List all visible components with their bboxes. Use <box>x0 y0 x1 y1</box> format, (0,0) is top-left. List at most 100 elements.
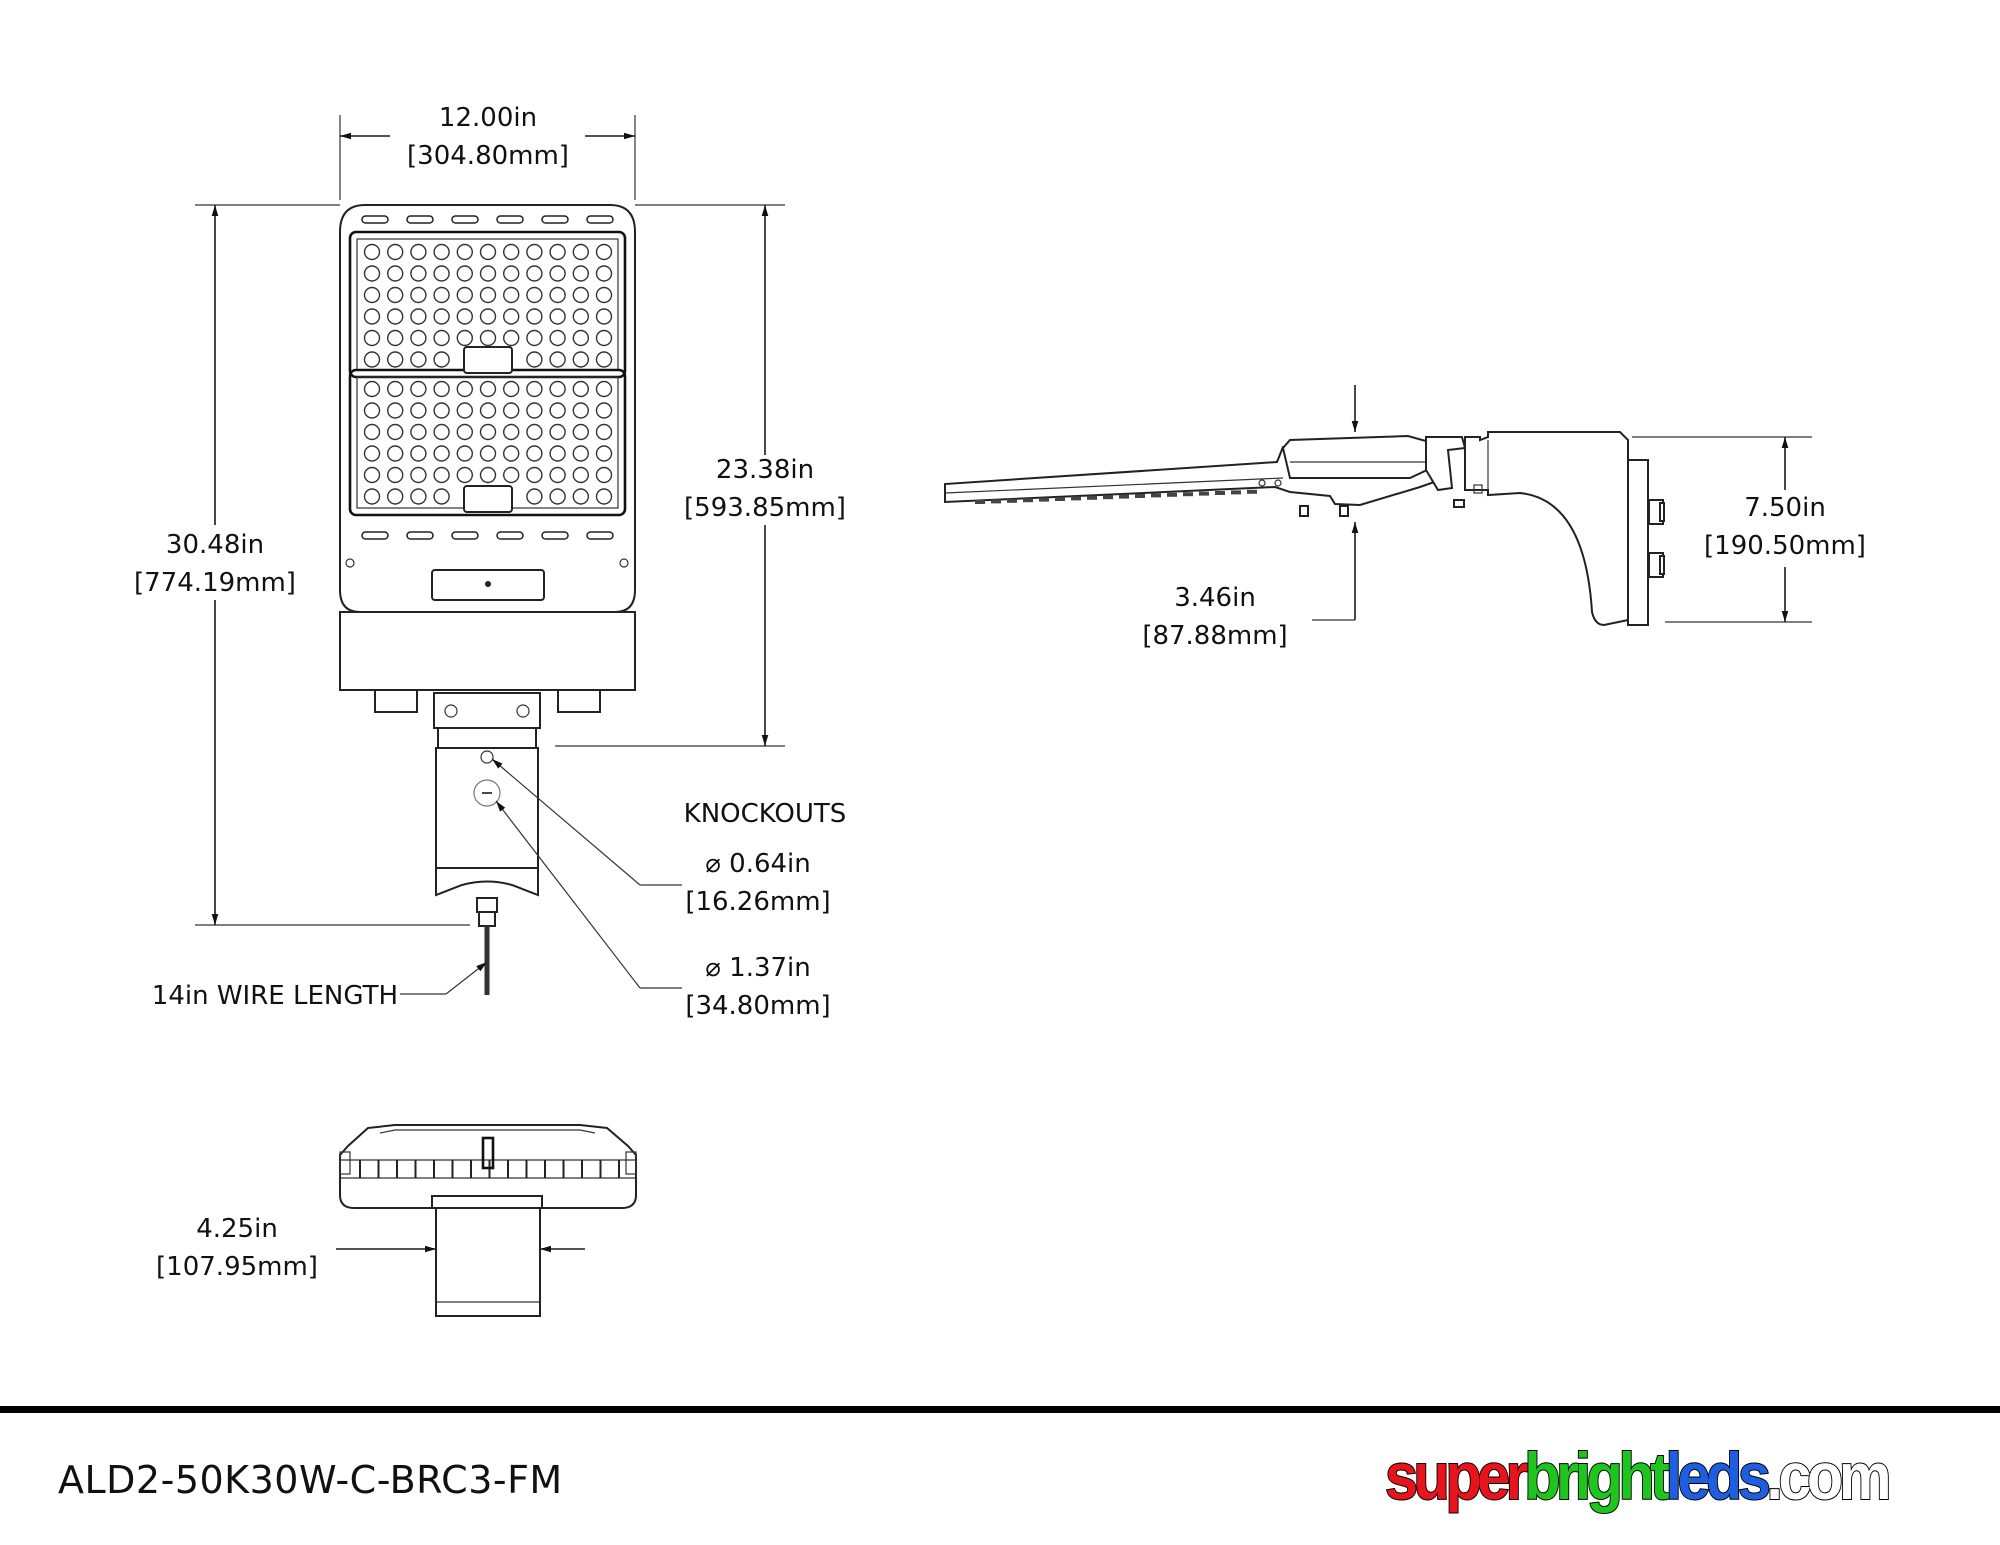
side-led <box>1215 491 1225 495</box>
head-height-in: 23.38in <box>716 455 814 485</box>
led <box>433 380 450 398</box>
led <box>503 329 520 347</box>
led <box>456 286 473 304</box>
led <box>572 466 589 484</box>
vent-slot <box>451 531 479 540</box>
led <box>387 466 404 484</box>
side-led <box>1167 492 1177 497</box>
led <box>526 329 543 347</box>
led <box>572 380 589 398</box>
led <box>503 466 520 484</box>
vent-slot <box>361 531 389 540</box>
led <box>456 308 473 325</box>
led <box>526 308 543 325</box>
led <box>387 423 404 441</box>
led <box>526 351 543 368</box>
led <box>503 380 520 398</box>
knockout-small-in: ⌀ 0.64in <box>705 849 811 879</box>
led <box>595 286 613 304</box>
led <box>572 329 589 347</box>
led <box>503 308 520 325</box>
led <box>526 265 543 282</box>
led <box>456 380 473 398</box>
led <box>456 243 473 261</box>
led <box>410 286 427 304</box>
side-led-row <box>975 489 1257 504</box>
led <box>526 423 543 441</box>
led <box>572 423 589 441</box>
led <box>572 351 589 368</box>
side-led <box>1007 498 1017 503</box>
bottom-view <box>339 1124 637 1317</box>
side-led <box>1119 494 1129 499</box>
led <box>410 423 427 441</box>
led <box>433 286 450 304</box>
led <box>549 380 566 398</box>
led <box>549 445 566 462</box>
vent-slot <box>586 531 614 540</box>
led <box>549 265 566 282</box>
overall-height-in: 30.48in <box>166 530 264 560</box>
led <box>526 243 543 261</box>
knockout-large-in: ⌀ 1.37in <box>705 953 811 983</box>
led <box>387 445 404 462</box>
superbrightleds-logo[interactable]: superbrightleds.com <box>1384 1442 1892 1510</box>
led <box>526 466 543 484</box>
led <box>363 265 381 282</box>
led <box>549 243 566 261</box>
vent-slot <box>496 531 524 540</box>
vent-slot <box>496 215 524 224</box>
led <box>503 445 520 462</box>
side-led <box>1023 498 1033 503</box>
led <box>433 308 450 325</box>
led <box>595 445 613 462</box>
led <box>387 380 404 398</box>
led <box>433 466 450 484</box>
logo-part-leds: leds <box>1665 1439 1772 1513</box>
led <box>526 488 543 505</box>
led <box>456 402 473 419</box>
vent-slot <box>406 215 434 224</box>
led <box>503 286 520 304</box>
led <box>363 329 381 347</box>
bracket-width-mm: [107.95mm] <box>156 1252 318 1282</box>
led <box>410 265 427 282</box>
led <box>433 445 450 462</box>
vent-slot <box>451 215 479 224</box>
led <box>479 286 497 304</box>
side-led <box>1151 493 1161 498</box>
side-led <box>1055 497 1065 501</box>
led <box>410 380 427 398</box>
footer-rule <box>0 1406 2000 1413</box>
vent-slot <box>361 215 389 224</box>
side-led <box>1071 496 1081 501</box>
led <box>595 402 613 419</box>
led <box>387 329 404 347</box>
led <box>479 243 497 261</box>
knockouts-title: KNOCKOUTS <box>684 799 847 829</box>
led <box>387 286 404 304</box>
led <box>433 423 450 441</box>
heat-sink-fins <box>359 1160 620 1178</box>
vent-slot <box>406 531 434 540</box>
led <box>595 265 613 282</box>
led <box>595 466 613 484</box>
led <box>572 286 589 304</box>
led <box>387 308 404 325</box>
led <box>549 351 566 368</box>
led <box>363 402 381 419</box>
width-in: 12.00in <box>439 103 537 133</box>
overall-height-mm: [774.19mm] <box>134 568 296 598</box>
led <box>595 308 613 325</box>
led <box>410 445 427 462</box>
led <box>479 265 497 282</box>
side-led <box>1039 497 1049 502</box>
led <box>387 402 404 419</box>
led <box>572 488 589 505</box>
front-dimensions: 12.00in [304.80mm] 30.48in [774.19mm] 23… <box>134 103 846 1021</box>
led <box>526 445 543 462</box>
logo-part-com: .com <box>1765 1439 1892 1513</box>
led <box>410 402 427 419</box>
led <box>595 329 613 347</box>
led <box>456 265 473 282</box>
